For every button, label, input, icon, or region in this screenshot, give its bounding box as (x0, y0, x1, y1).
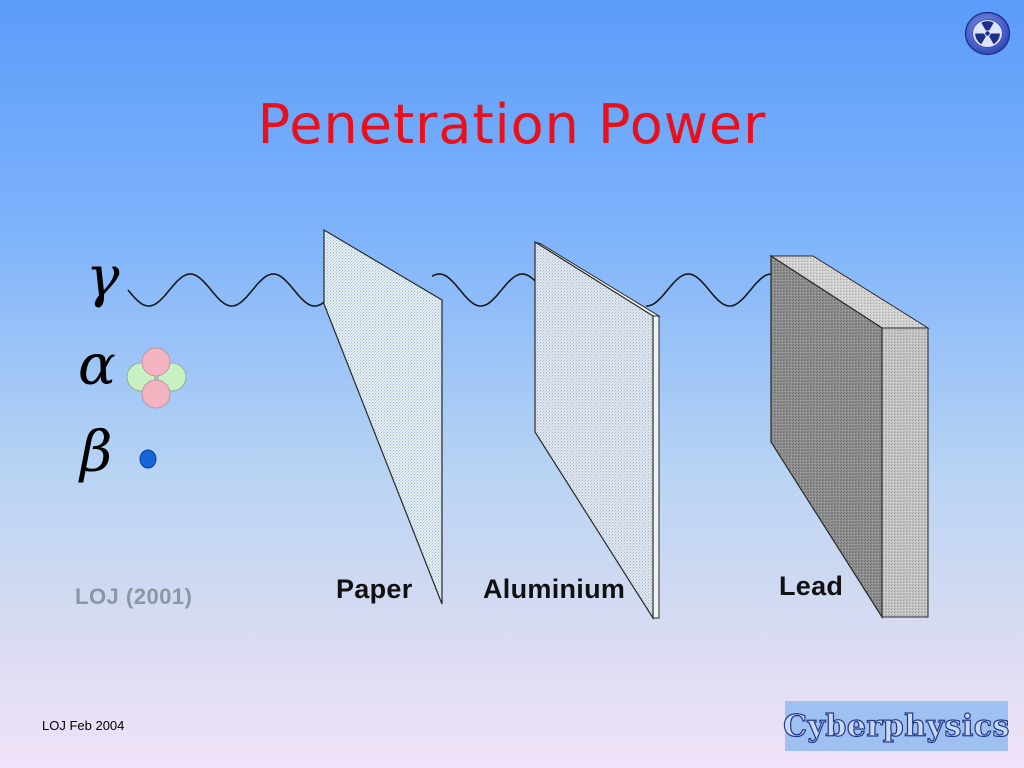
image-credit: LOJ (2001) (75, 584, 193, 609)
footer-note: LOJ Feb 2004 (42, 718, 125, 733)
lead-barrier (770, 254, 883, 620)
lead-label: Lead (779, 571, 844, 601)
beta-symbol: β (80, 420, 113, 485)
alpha-symbol: α (78, 333, 116, 398)
aluminium-barrier (534, 240, 654, 621)
paper-barrier (323, 228, 443, 605)
brand-label: Cyberphysics (782, 708, 1010, 744)
aluminium-side (652, 315, 660, 619)
lead-side-face (881, 327, 929, 618)
radiation-trefoil-icon (964, 11, 1011, 56)
gamma-symbol: γ (86, 245, 120, 310)
brand-badge[interactable]: Cyberphysics (782, 701, 1010, 751)
radiation-symbol-button[interactable] (964, 11, 1011, 56)
slide-title: Penetration Power (257, 93, 767, 156)
aluminium-label: Aluminium (483, 574, 626, 604)
paper-label: Paper (336, 574, 413, 604)
gamma-wave-icon (127, 273, 353, 307)
alpha-particle-icon (126, 347, 187, 409)
beta-particle-icon (139, 449, 157, 469)
